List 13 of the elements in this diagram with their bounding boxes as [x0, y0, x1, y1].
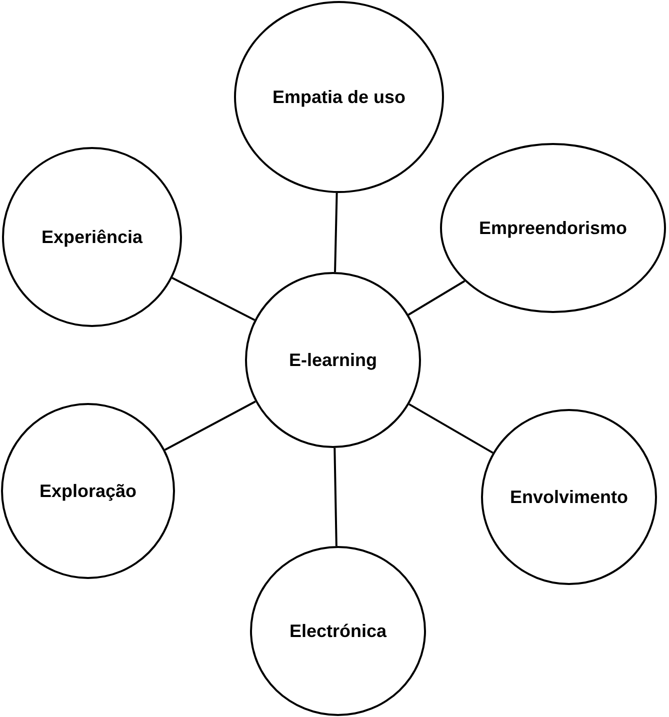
node-label: E-learning — [288, 350, 377, 370]
node-label: Envolvimento — [510, 486, 628, 508]
node-label: Exploração — [39, 480, 137, 502]
connector-line — [408, 403, 494, 454]
node-label: Electrónica — [289, 620, 387, 642]
connector-line — [334, 192, 338, 272]
connector-line — [408, 280, 466, 316]
connector-line — [164, 400, 256, 451]
node-label: Empatia de uso — [272, 86, 406, 108]
node-label: Empreendorismo — [478, 218, 628, 238]
connector-line — [334, 448, 338, 546]
node-label: Experiência — [41, 226, 143, 248]
connector-line — [172, 277, 256, 321]
